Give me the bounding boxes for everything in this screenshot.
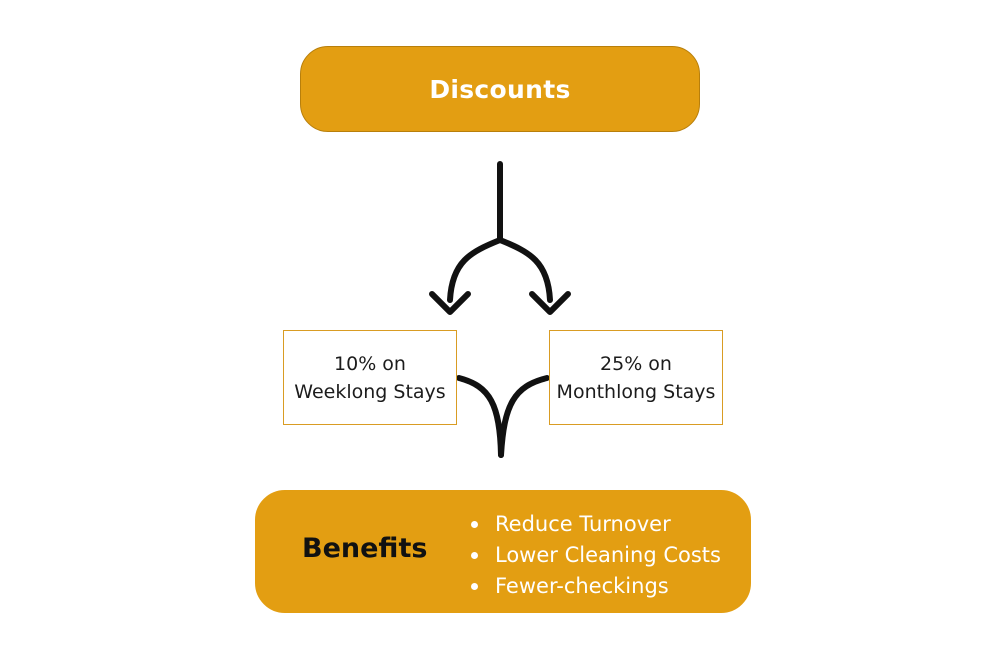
discounts-title: Discounts <box>429 74 571 104</box>
left-arrowhead-icon <box>429 291 471 315</box>
benefit-item: Fewer-checkings <box>469 571 721 602</box>
left-branch <box>447 237 503 303</box>
right-merge-curve <box>498 375 550 458</box>
monthlong-discount-amount: 25% on <box>600 352 672 375</box>
weeklong-discount-label: Weeklong Stays <box>294 380 446 403</box>
discounts-box: Discounts <box>300 46 700 132</box>
left-merge-curve <box>456 375 504 458</box>
benefit-item: Reduce Turnover <box>469 509 721 540</box>
benefits-list: Reduce Turnover Lower Cleaning Costs Few… <box>469 509 721 602</box>
monthlong-discount-card: 25% on Monthlong Stays <box>549 330 723 425</box>
benefits-box: Benefits Reduce Turnover Lower Cleaning … <box>255 490 751 613</box>
weeklong-discount-card: 10% on Weeklong Stays <box>283 330 457 425</box>
weeklong-discount-amount: 10% on <box>334 352 406 375</box>
monthlong-discount-label: Monthlong Stays <box>556 380 716 403</box>
benefits-title: Benefits <box>302 533 428 564</box>
benefit-item: Lower Cleaning Costs <box>469 540 721 571</box>
right-arrowhead-icon <box>529 291 571 315</box>
right-branch <box>497 237 553 303</box>
